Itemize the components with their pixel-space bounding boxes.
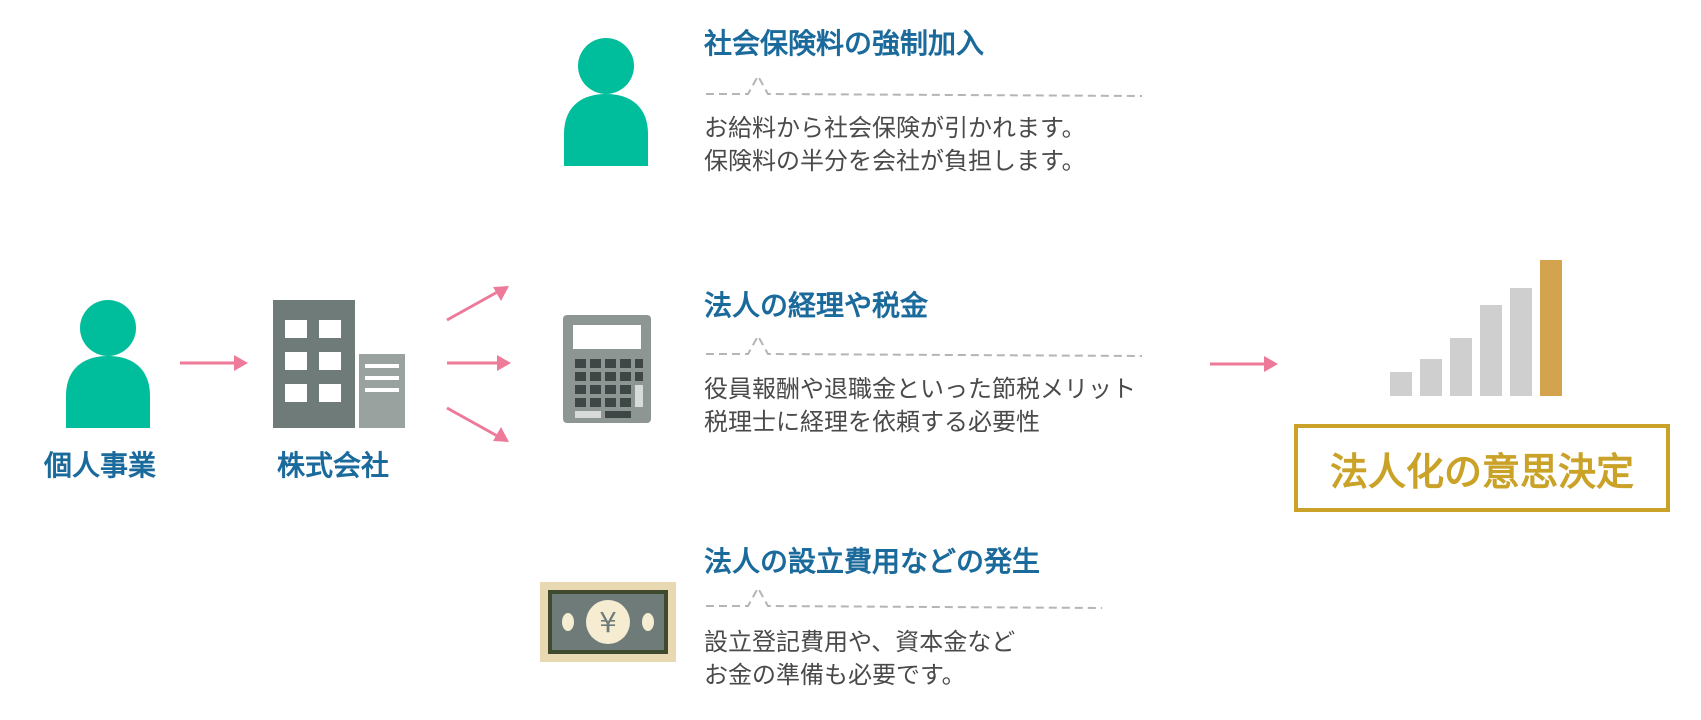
arrow-icon [446, 406, 509, 442]
description-line: 保険料の半分を会社が負担します。 [704, 147, 1086, 175]
speech-divider [706, 73, 1143, 97]
item-description: 設立登記費用や、資本金など お金の準備も必要です。 [704, 626, 1015, 692]
building-icon [273, 300, 405, 428]
arrow-icon [180, 355, 248, 371]
arrow-icon [446, 286, 509, 322]
calculator-icon [563, 315, 651, 423]
item-description: お給料から社会保険が引かれます。 保険料の半分を会社が負担します。 [704, 112, 1086, 178]
description-line: 税理士に経理を依頼する必要性 [704, 408, 1040, 436]
person-icon [66, 300, 150, 428]
description-line: お金の準備も必要です。 [704, 661, 966, 689]
yen-symbol: ¥ [599, 606, 617, 639]
arrow-icon [447, 355, 511, 371]
item-title: 法人の設立費用などの発生 [704, 545, 1041, 578]
item-title: 法人の経理や税金 [704, 289, 929, 322]
description-line: お給料から社会保険が引かれます。 [704, 114, 1086, 142]
description-line: 設立登記費用や、資本金など [704, 628, 1016, 656]
bar-growth-icon [1390, 260, 1562, 396]
decision-box: 法人化の意思決定 [1294, 424, 1670, 512]
yen-bill-icon: ¥ [540, 582, 676, 662]
speech-divider [706, 333, 1143, 357]
corporation-label: 株式会社 [277, 449, 390, 482]
item-title: 社会保険料の強制加入 [704, 27, 985, 60]
arrow-icon [1210, 356, 1278, 372]
decision-label: 法人化の意思決定 [1329, 449, 1634, 494]
item-description: 役員報酬や退職金といった節税メリット 税理士に経理を依頼する必要性 [704, 373, 1136, 439]
description-line: 役員報酬や退職金といった節税メリット [704, 375, 1136, 403]
speech-divider [706, 585, 1103, 609]
person-icon [564, 38, 648, 166]
sole-proprietor-label: 個人事業 [44, 449, 157, 482]
